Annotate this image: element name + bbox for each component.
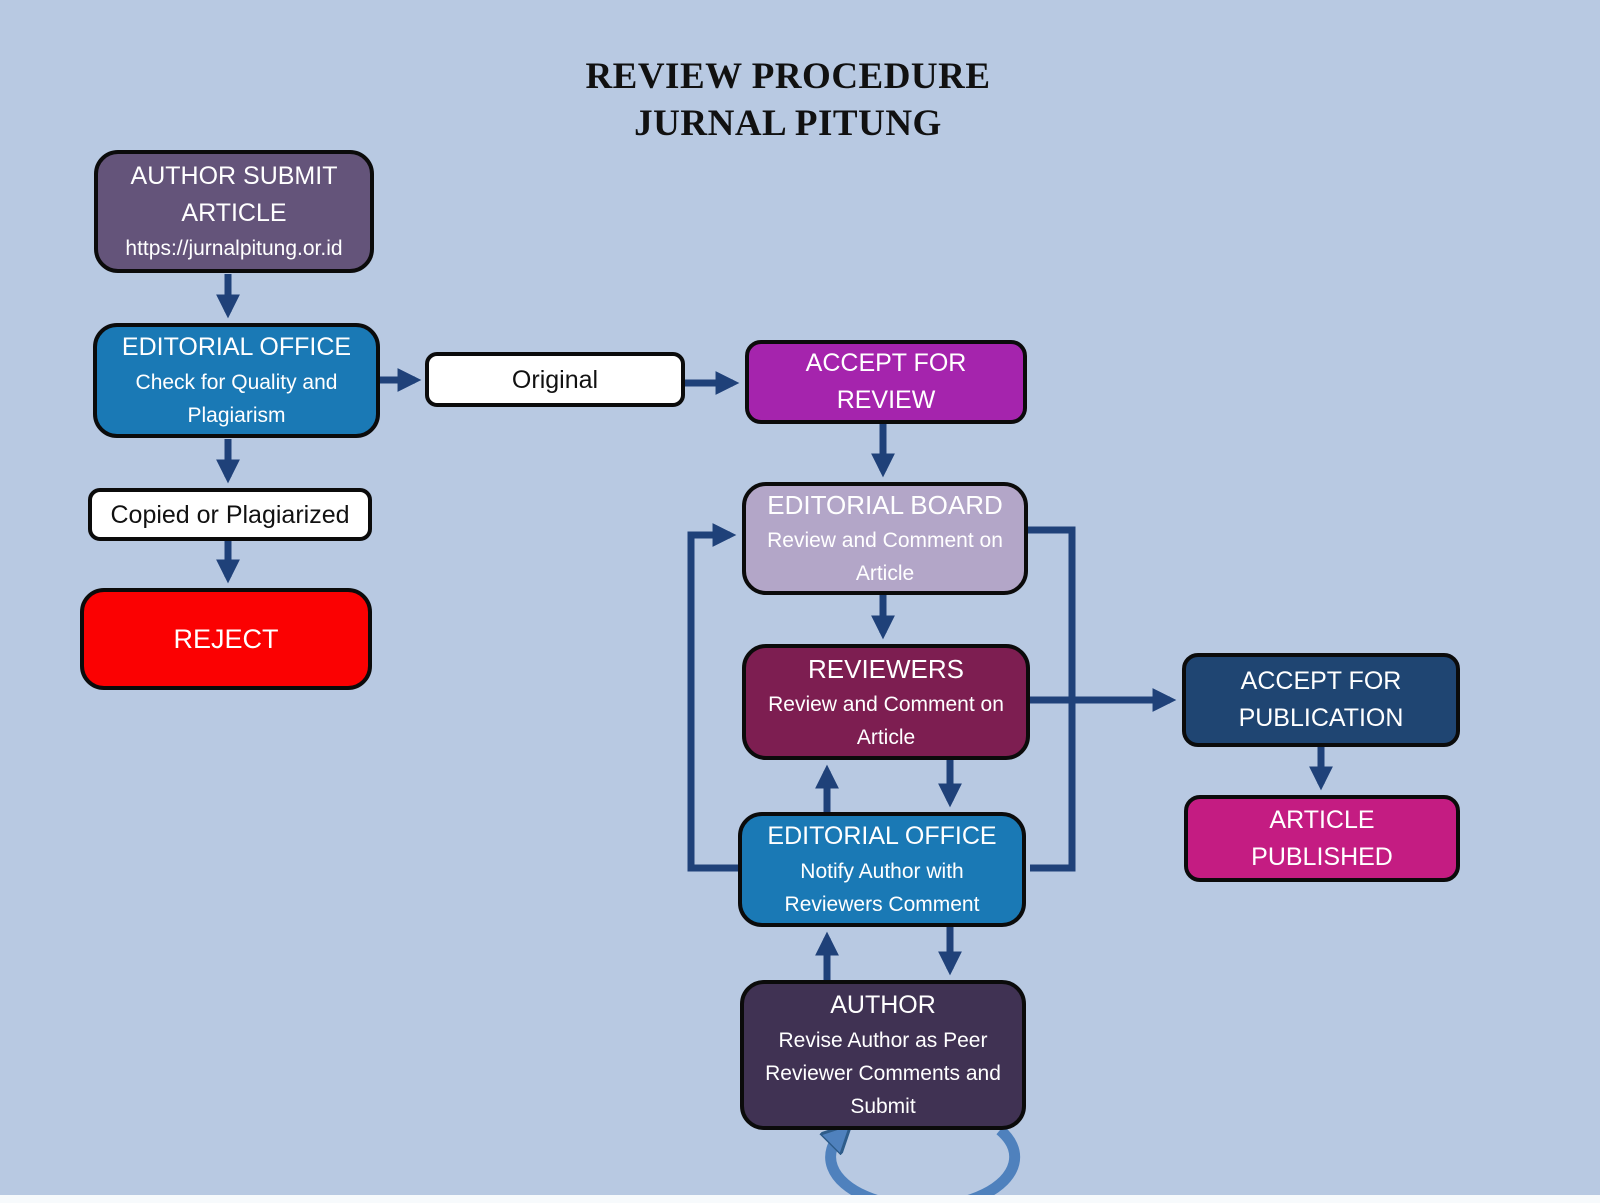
node-article-published: ARTICLE PUBLISHED <box>1184 795 1460 882</box>
bottom-edge-strip <box>0 1195 1600 1203</box>
node-title: Copied or Plagiarized <box>110 500 350 529</box>
title-line-2: JURNAL PITUNG <box>634 103 942 144</box>
node-reject: REJECT <box>80 588 372 690</box>
node-title: EDITORIAL OFFICE <box>767 822 997 850</box>
node-reviewers: REVIEWERS Review and Comment on Article <box>742 644 1030 760</box>
node-title: REVIEWERS <box>807 653 965 684</box>
node-editorial-office-check: EDITORIAL OFFICE Check for Quality and P… <box>93 323 380 438</box>
line-board-down-to-notify <box>1028 526 1076 872</box>
node-title: AUTHOR <box>830 991 936 1019</box>
node-subtitle: Revise Author as Peer Reviewer Comments … <box>765 1029 1001 1118</box>
node-editorial-office-notify: EDITORIAL OFFICE Notify Author with Revi… <box>738 812 1026 927</box>
node-title: REJECT <box>173 623 279 654</box>
node-subtitle: Review and Comment on Article <box>767 529 1003 585</box>
node-editorial-board: EDITORIAL BOARD Review and Comment on Ar… <box>742 482 1028 595</box>
node-title: EDITORIAL OFFICE <box>121 333 352 361</box>
node-title: ACCEPT FOR REVIEW <box>805 349 967 414</box>
node-accept-for-review: ACCEPT FOR REVIEW <box>745 340 1027 424</box>
node-title: ACCEPT FOR PUBLICATION <box>1238 667 1404 732</box>
node-original: Original <box>425 352 685 407</box>
line-notify-loop-to-board <box>687 523 738 872</box>
author-self-loop-arrow <box>831 1130 1021 1203</box>
node-author-submit-article: AUTHOR SUBMIT ARTICLE https://jurnalpitu… <box>94 150 374 273</box>
node-subtitle: https://jurnalpitung.or.id <box>125 237 343 260</box>
node-title: AUTHOR SUBMIT ARTICLE <box>130 162 338 227</box>
node-accept-for-publication: ACCEPT FOR PUBLICATION <box>1182 653 1460 747</box>
node-author-revise: AUTHOR Revise Author as Peer Reviewer Co… <box>740 980 1026 1130</box>
node-title: EDITORIAL BOARD <box>767 490 1003 520</box>
diagram-title: REVIEW PROCEDURE JURNAL PITUNG <box>388 53 1188 147</box>
node-subtitle: Notify Author with Reviewers Comment <box>784 860 980 916</box>
node-copied-or-plagiarized: Copied or Plagiarized <box>88 488 372 541</box>
title-line-1: REVIEW PROCEDURE <box>585 56 991 97</box>
node-title: ARTICLE PUBLISHED <box>1251 805 1393 871</box>
node-title: Original <box>511 365 599 394</box>
node-subtitle: Review and Comment on Article <box>768 692 1004 749</box>
node-subtitle: Check for Quality and Plagiarism <box>135 371 338 427</box>
